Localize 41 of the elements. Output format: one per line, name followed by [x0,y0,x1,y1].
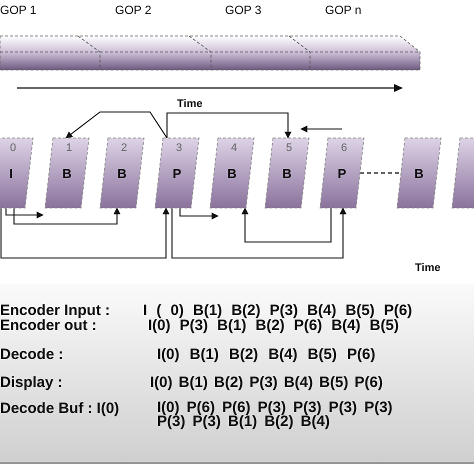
gop-label: GOP 1 [0,4,36,17]
arrow [166,112,292,139]
gop-label: GOP 2 [115,4,152,17]
arrow [300,126,342,132]
arrow [179,208,219,220]
frame-number: 3 [174,142,184,154]
row-label: Encoder Input : [0,303,110,319]
row-label: Decode : [0,347,64,363]
arrow [65,111,168,138]
arrow [13,207,120,225]
dashed-line [360,172,401,174]
frame-sequence: I(0) P(3) B(1) B(2) P(6) B(4) B(5) [148,318,399,334]
frame-type: B [61,167,73,181]
arrow [242,207,332,243]
axis-label: Time [177,98,202,110]
row-label: Encoder out : [0,318,97,334]
frame-type: B [116,167,128,181]
frame-type: B [413,167,425,181]
gop-label: GOP n [325,4,362,17]
axis-label: Time [415,262,440,274]
row-label: Decode Buf : I(0) [0,401,120,417]
frame-sequence: I(0) B(1) B(2) B(4) B(5) P(6) [157,347,376,363]
frame-number: 5 [284,142,294,154]
frame-number: 2 [120,142,128,154]
frame-sequence: I(0) P(6) P(6) P(3) P(3) P(3) P(3) P(3) P(3) B(1) B(2) B(4) [157,401,394,429]
frame-sequence: I ( 0) B(1) B(2) P(3) B(4) B(5) P(6) [143,303,412,319]
frame-number: 4 [230,142,238,154]
frame-type: I [8,167,14,181]
frame-type: B [281,167,293,181]
frame-number: 1 [64,142,74,154]
frame-sequence: I(0) B(1) B(2) P(3) B(4) B(5) P(6) [150,375,383,391]
frame-number: 6 [340,142,348,154]
arrow [171,207,346,259]
gop-label: GOP 3 [225,4,262,17]
arrow [5,208,44,218]
frame-type: B [226,167,238,181]
arrow [0,207,170,259]
frame-type: P [172,167,182,181]
frame-number: 0 [8,142,18,154]
frame-type: P [336,167,348,181]
row-label: Display : [0,375,63,391]
